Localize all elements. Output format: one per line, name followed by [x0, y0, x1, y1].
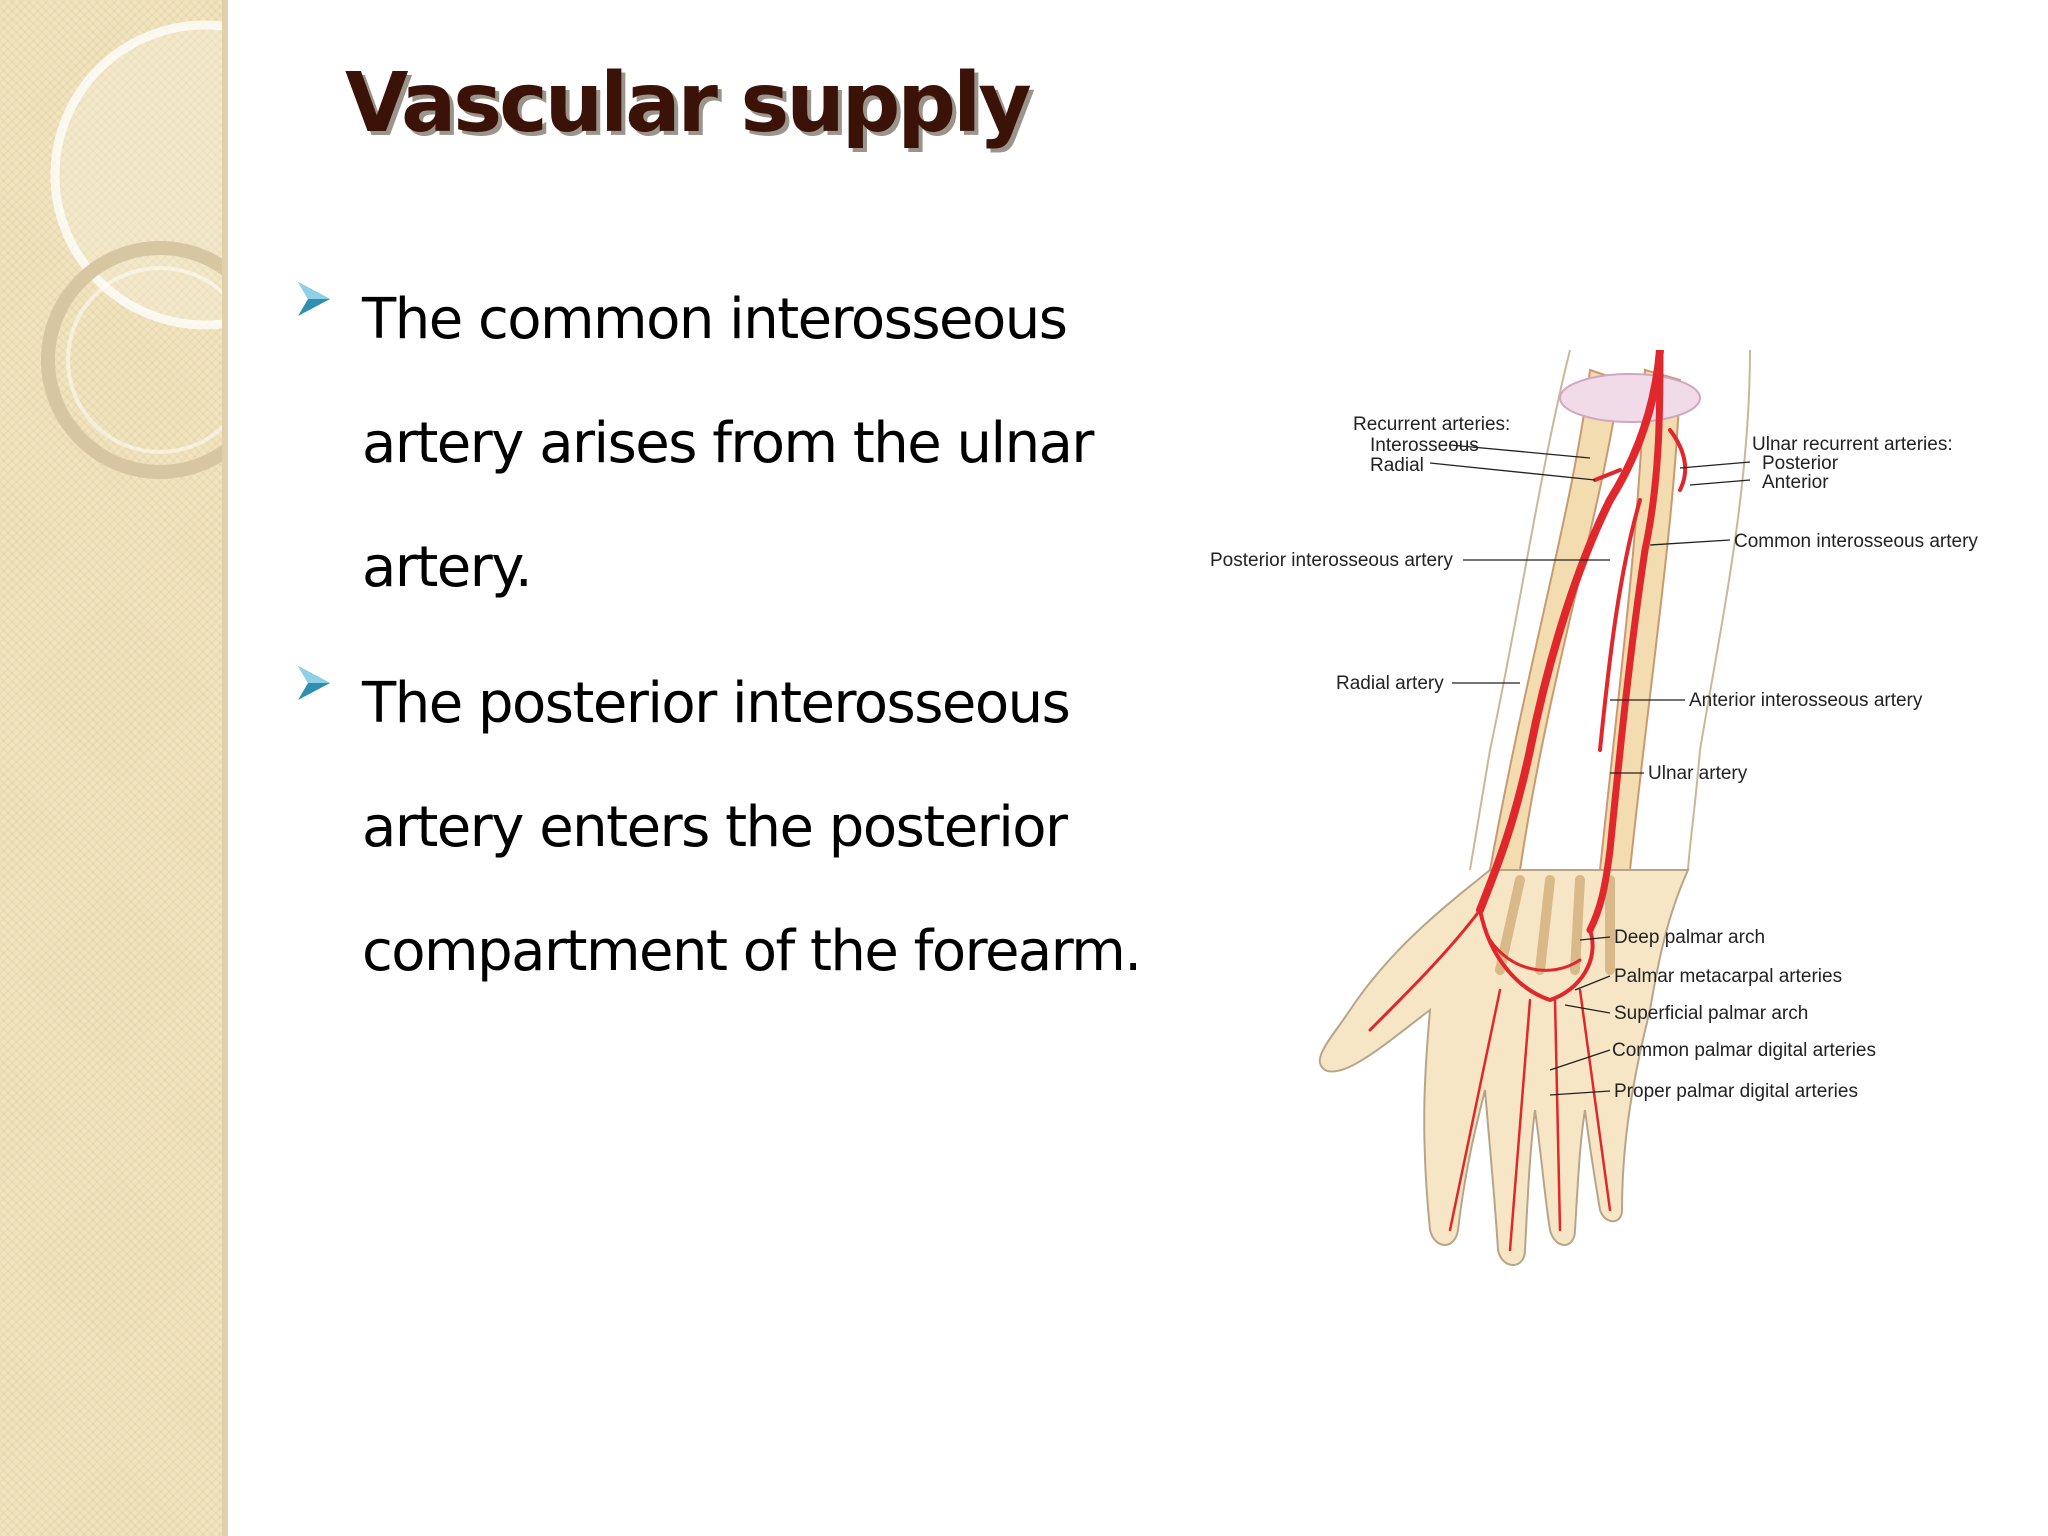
- label-interosseous: Interosseous: [1370, 435, 1479, 456]
- decorative-sidebar: [0, 0, 228, 1536]
- decorative-ring-inner: [66, 266, 228, 454]
- bullet-list: The common interosseous artery arises fr…: [296, 258, 1196, 1026]
- bullet-text-line: The common interosseous: [362, 287, 1068, 352]
- label-anterior-interosseous-artery: Anterior interosseous artery: [1689, 690, 1923, 711]
- label-posterior: Posterior: [1762, 453, 1839, 474]
- label-superficial-palmar-arch: Superficial palmar arch: [1614, 1003, 1808, 1024]
- label-radial-recurrent: Radial: [1370, 455, 1424, 476]
- bullet-text-line: artery arises from the ulnar: [362, 411, 1094, 476]
- artery-network: [1368, 350, 1688, 1252]
- label-deep-palmar-arch: Deep palmar arch: [1614, 927, 1765, 948]
- bullet-item-common-interosseous: The common interosseous artery arises fr…: [296, 258, 1196, 630]
- label-ulnar-recurrent-arteries: Ulnar recurrent arteries:: [1752, 434, 1953, 455]
- forearm-outline: [1469, 350, 1751, 871]
- label-palmar-metacarpal-arteries: Palmar metacarpal arteries: [1614, 966, 1842, 987]
- slide-title: Vascular supply: [345, 56, 1032, 151]
- bullet-text-line: compartment of the forearm.: [362, 919, 1142, 984]
- label-common-interosseous-artery: Common interosseous artery: [1734, 531, 1978, 552]
- hand-outline: [1318, 869, 1690, 1266]
- bullet-text-line: artery.: [362, 535, 533, 600]
- bullet-text-line: The posterior interosseous: [362, 671, 1071, 736]
- decorative-circles: [41, 20, 228, 479]
- sidebar-divider: [222, 0, 228, 1536]
- label-recurrent-arteries: Recurrent arteries:: [1353, 414, 1510, 435]
- bullet-text-line: artery enters the posterior: [362, 795, 1068, 860]
- label-ulnar-artery: Ulnar artery: [1648, 763, 1748, 784]
- figure-labels: Recurrent arteries: Interosseous Radial …: [1210, 414, 1978, 1102]
- label-common-palmar-digital-arteries: Common palmar digital arteries: [1612, 1040, 1876, 1061]
- label-radial-artery: Radial artery: [1336, 673, 1444, 694]
- label-proper-palmar-digital-arteries: Proper palmar digital arteries: [1614, 1081, 1858, 1102]
- bullet-arrow-icon: [298, 282, 330, 316]
- bullet-arrow-icon: [298, 666, 330, 700]
- bullet-item-posterior-interosseous: The posterior interosseous artery enters…: [296, 642, 1196, 1014]
- leader-lines: [1429, 444, 1751, 1096]
- decorative-ring-medium: [41, 241, 228, 479]
- forearm-artery-diagram: Recurrent arteries: Interosseous Radial …: [1210, 350, 1978, 1266]
- label-posterior-interosseous-artery: Posterior interosseous artery: [1210, 550, 1453, 571]
- label-anterior: Anterior: [1762, 472, 1829, 493]
